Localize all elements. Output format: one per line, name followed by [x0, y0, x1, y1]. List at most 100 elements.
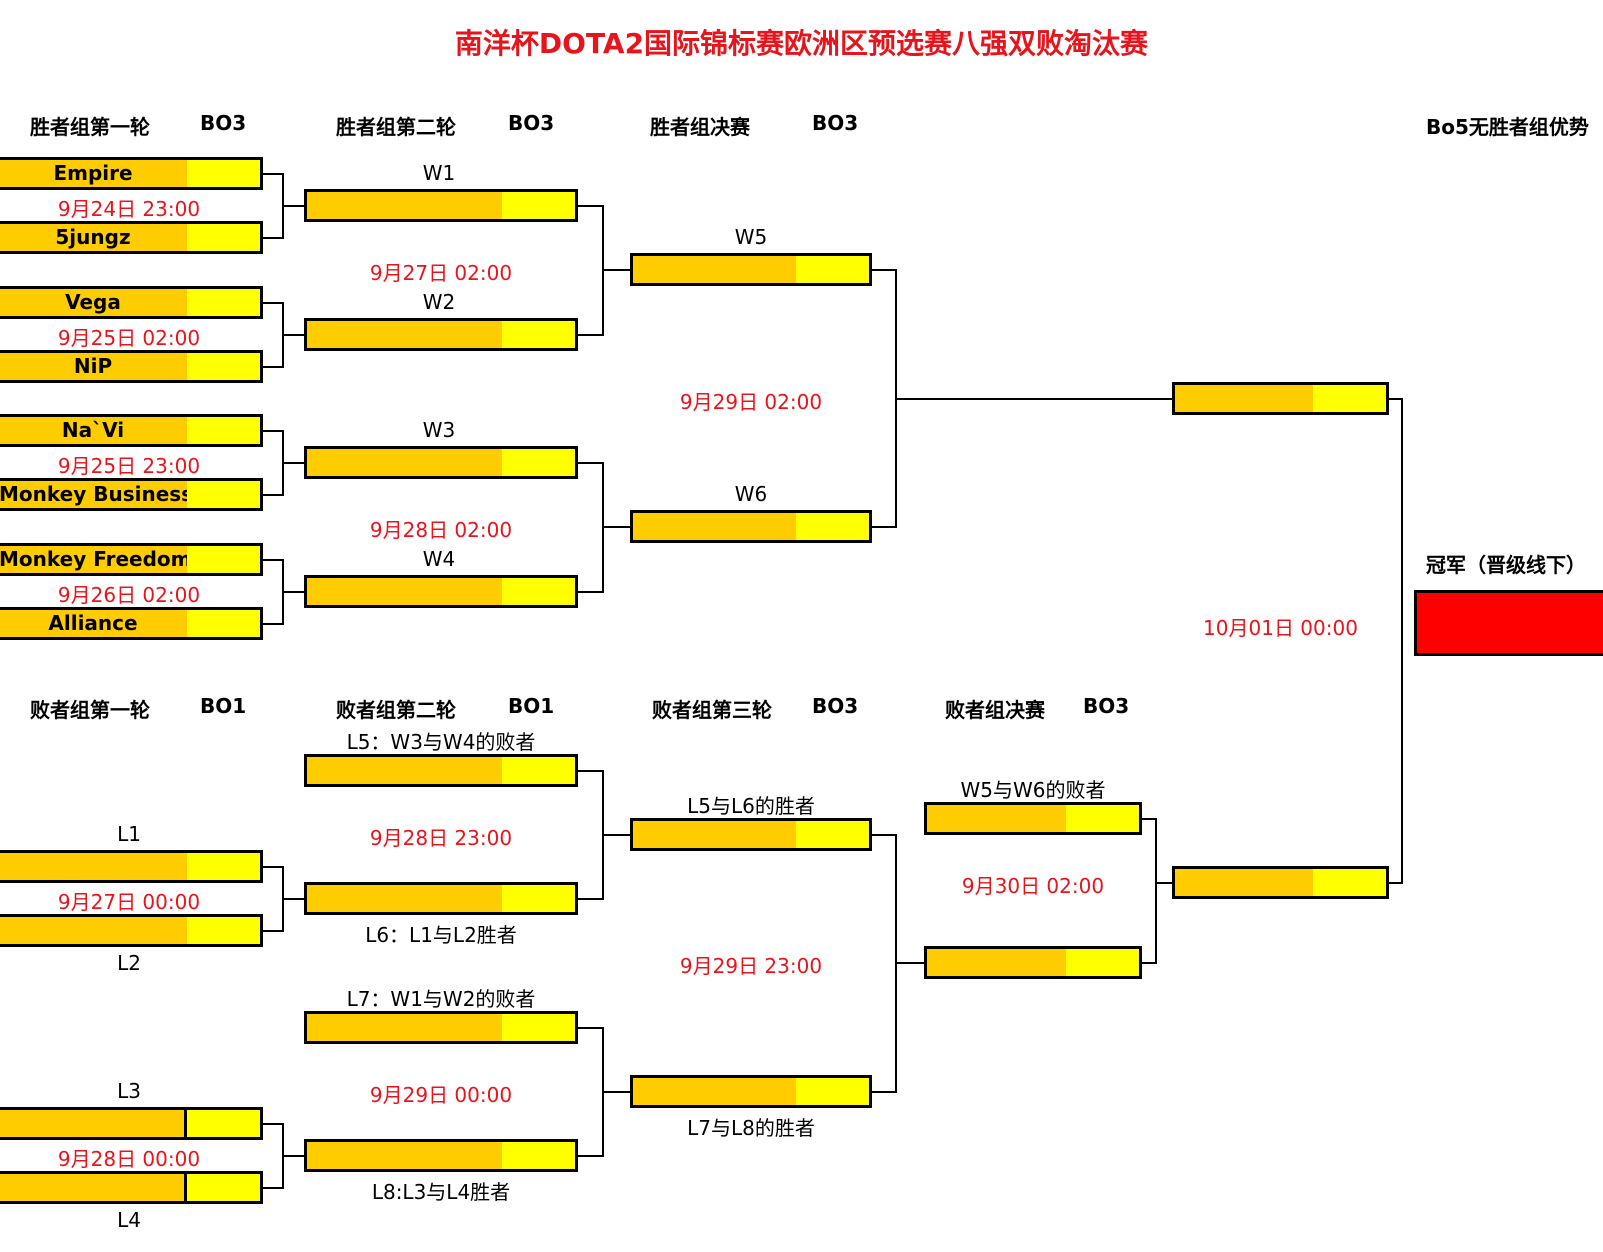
slot-label-l4: L4 [117, 1208, 141, 1232]
connector [262, 237, 283, 239]
header-champion: 冠军（晋级线下） [1426, 553, 1586, 577]
slot-name [633, 821, 796, 848]
slot-label-l1: L1 [117, 822, 141, 846]
bracket-slot-w5[interactable] [630, 253, 872, 286]
score-cell [187, 353, 260, 380]
score-cell [796, 256, 869, 283]
score-cell [187, 917, 260, 944]
score-cell [187, 224, 260, 251]
bracket-slot-w6[interactable] [630, 510, 872, 543]
connector [577, 1155, 603, 1157]
connector [1401, 398, 1403, 884]
team-slot-monkey-freedom[interactable]: Monkey Freedom [0, 543, 263, 576]
bracket-slot-l1[interactable] [0, 850, 263, 883]
connector [577, 1027, 603, 1029]
connector [1388, 882, 1402, 884]
header-wb-round2: 胜者组第二轮 [336, 115, 456, 139]
champion-slot[interactable] [1414, 590, 1603, 656]
score-cell [502, 885, 575, 912]
score-cell [187, 546, 260, 573]
match-date: 9月26日 02:00 [57, 583, 201, 607]
score-cell [502, 321, 575, 348]
bracket-slot-lb-final-upper[interactable] [924, 802, 1142, 835]
match-date: 9月30日 02:00 [961, 874, 1105, 898]
team-slot-nip[interactable]: NiP [0, 350, 263, 383]
connector [871, 834, 896, 836]
connector [262, 430, 283, 432]
score-cell [184, 1110, 260, 1137]
score-cell [184, 1174, 260, 1201]
connector [602, 269, 631, 271]
header-lb-round1-format: BO1 [200, 694, 247, 718]
connector [282, 591, 304, 593]
connector [577, 898, 603, 900]
bracket-slot-l6[interactable] [304, 882, 578, 915]
connector [577, 462, 603, 464]
slot-name [307, 578, 502, 605]
team-name: Alliance [48, 611, 138, 635]
connector [602, 526, 631, 528]
bracket-slot-w2[interactable] [304, 318, 578, 351]
score-cell [502, 192, 575, 219]
team-slot-navi[interactable]: Na`Vi [0, 414, 263, 447]
bracket-slot-w3[interactable] [304, 446, 578, 479]
grand-final-slot-lower[interactable] [1172, 866, 1389, 899]
slot-label-w5-w6-loser: W5与W6的败者 [960, 778, 1106, 802]
connector [577, 205, 603, 207]
bracket-slot-l3[interactable] [0, 1107, 263, 1140]
connector [262, 366, 283, 368]
connector [577, 591, 603, 593]
bracket-slot-l8[interactable] [304, 1139, 578, 1172]
score-cell [187, 853, 260, 880]
grand-final-slot-upper[interactable] [1172, 382, 1389, 415]
header-wb-final: 胜者组决赛 [650, 115, 750, 139]
bracket-slot-l5[interactable] [304, 754, 578, 787]
slot-label-l8: L8:L3与L4胜者 [371, 1180, 511, 1204]
connector [602, 834, 631, 836]
slot-name [0, 1174, 184, 1201]
bracket-slot-l7[interactable] [304, 1011, 578, 1044]
connector [1155, 882, 1173, 884]
bracket-slot-l4[interactable] [0, 1171, 263, 1204]
connector [282, 898, 304, 900]
team-slot-alliance[interactable]: Alliance [0, 607, 263, 640]
connector [871, 269, 896, 271]
slot-label-w4: W4 [422, 547, 456, 571]
connector [262, 173, 283, 175]
bracket-slot-lb-r3-lower[interactable] [630, 1075, 872, 1108]
slot-label-l2: L2 [117, 951, 141, 975]
team-slot-5jungz[interactable]: 5jungz [0, 221, 263, 254]
slot-label-l5: L5：W3与W4的败者 [346, 730, 536, 754]
bracket-slot-lb-r3-upper[interactable] [630, 818, 872, 851]
connector [577, 770, 603, 772]
score-cell [187, 610, 260, 637]
team-slot-monkey-business[interactable]: Monkey Business [0, 478, 263, 511]
slot-name [1175, 385, 1313, 412]
team-name: NiP [73, 354, 113, 378]
slot-name [1175, 869, 1313, 896]
connector [262, 494, 283, 496]
connector [895, 398, 1173, 400]
team-slot-empire[interactable]: Empire [0, 157, 263, 190]
bracket-slot-lb-final-lower[interactable] [924, 946, 1142, 979]
team-slot-vega[interactable]: Vega [0, 286, 263, 319]
slot-label-l7: L7：W1与W2的败者 [346, 987, 536, 1011]
match-date: 9月28日 02:00 [369, 518, 513, 542]
slot-label-w6: W6 [734, 482, 768, 506]
bracket-slot-l2[interactable] [0, 914, 263, 947]
connector [262, 930, 283, 932]
score-cell [796, 513, 869, 540]
score-cell [187, 481, 260, 508]
slot-label-w3: W3 [422, 418, 456, 442]
score-cell [502, 1014, 575, 1041]
connector [577, 334, 603, 336]
bracket-slot-w4[interactable] [304, 575, 578, 608]
slot-name [307, 885, 502, 912]
connector [871, 1091, 896, 1093]
slot-label-l6: L6：L1与L2胜者 [365, 923, 517, 947]
match-date: 9月28日 00:00 [57, 1147, 201, 1171]
connector [262, 866, 283, 868]
bracket-slot-w1[interactable] [304, 189, 578, 222]
connector [871, 526, 896, 528]
match-date: 9月24日 23:00 [57, 197, 201, 221]
